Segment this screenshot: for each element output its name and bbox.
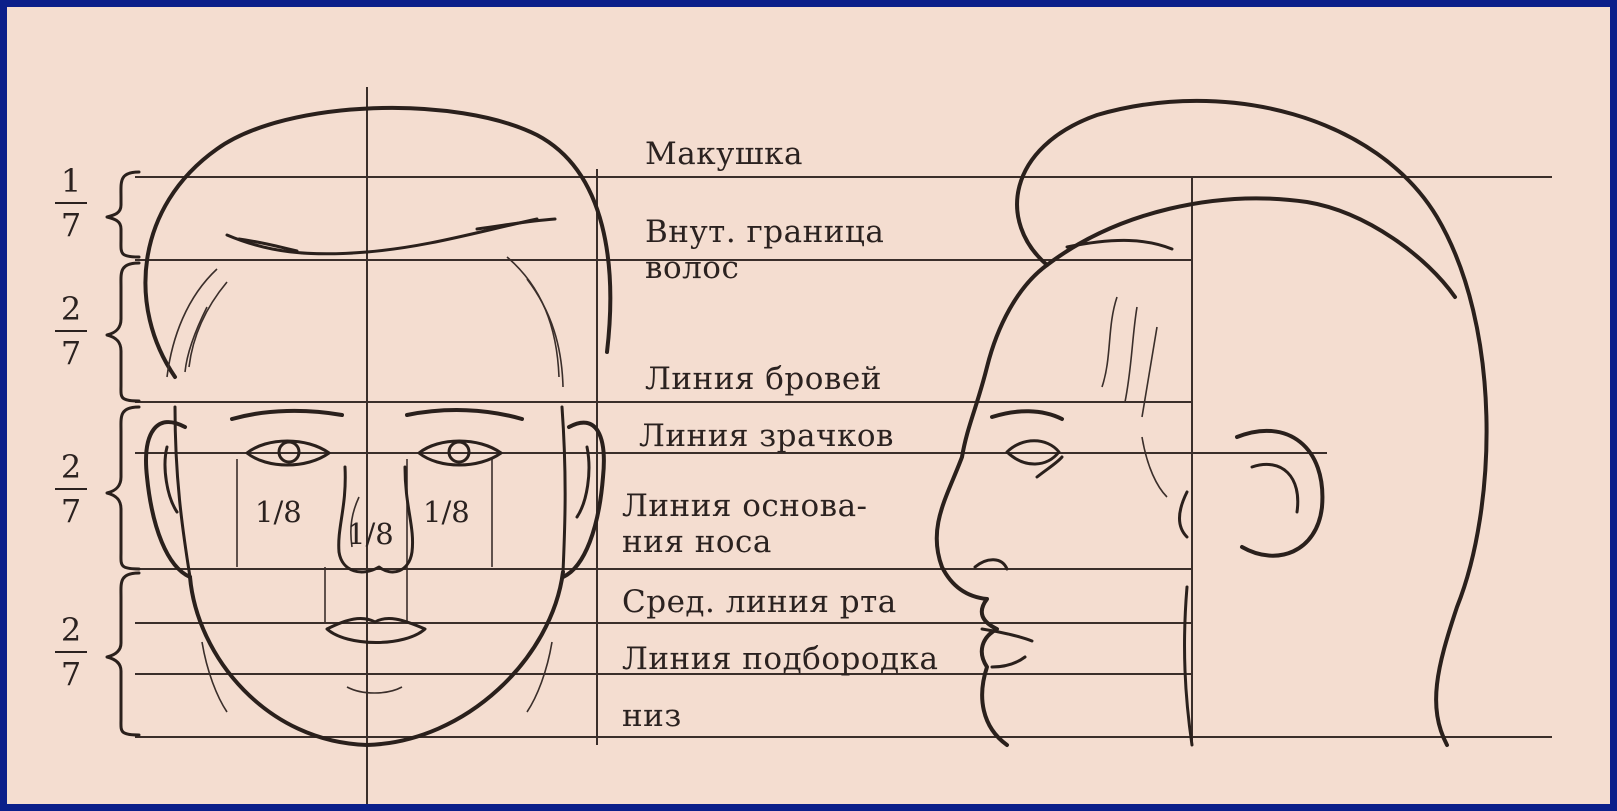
profile-head <box>937 101 1487 745</box>
right-brow <box>407 410 522 419</box>
left-brow <box>232 411 342 419</box>
label-chin: Линия подбородка <box>622 642 938 678</box>
eighth-right: 1/8 <box>423 495 470 529</box>
label-nose-base: Линия основа- ния носа <box>622 489 868 560</box>
profile-ear <box>1237 431 1322 556</box>
profile-brow <box>992 411 1062 419</box>
label-crown: Макушка <box>645 137 803 173</box>
label-mouth: Сред. линия рта <box>622 585 897 621</box>
eighth-left: 1/8 <box>255 495 302 529</box>
fraction-2: 27 <box>51 290 91 372</box>
fraction-4: 27 <box>51 611 91 693</box>
front-hair-outline <box>145 108 610 377</box>
label-hairline: Внут. граница волос <box>645 215 884 286</box>
diagram-frame: 17 27 27 27 1/8 1/8 1/8 Макушка Внут. гр… <box>7 7 1610 804</box>
fraction-brackets <box>107 172 139 735</box>
label-bottom: низ <box>622 699 682 735</box>
fraction-1: 17 <box>51 162 91 244</box>
proportion-drawing <box>7 7 1610 804</box>
profile-hair-front <box>1047 198 1455 297</box>
fraction-3: 27 <box>51 448 91 530</box>
left-ear <box>146 422 190 577</box>
front-face-outline <box>190 572 563 745</box>
label-brows: Линия бровей <box>645 362 882 398</box>
eighth-center: 1/8 <box>347 517 394 551</box>
label-pupils: Линия зрачков <box>639 419 894 455</box>
profile-nostril <box>975 560 1007 569</box>
front-mouth <box>327 618 425 642</box>
front-face <box>145 108 610 745</box>
